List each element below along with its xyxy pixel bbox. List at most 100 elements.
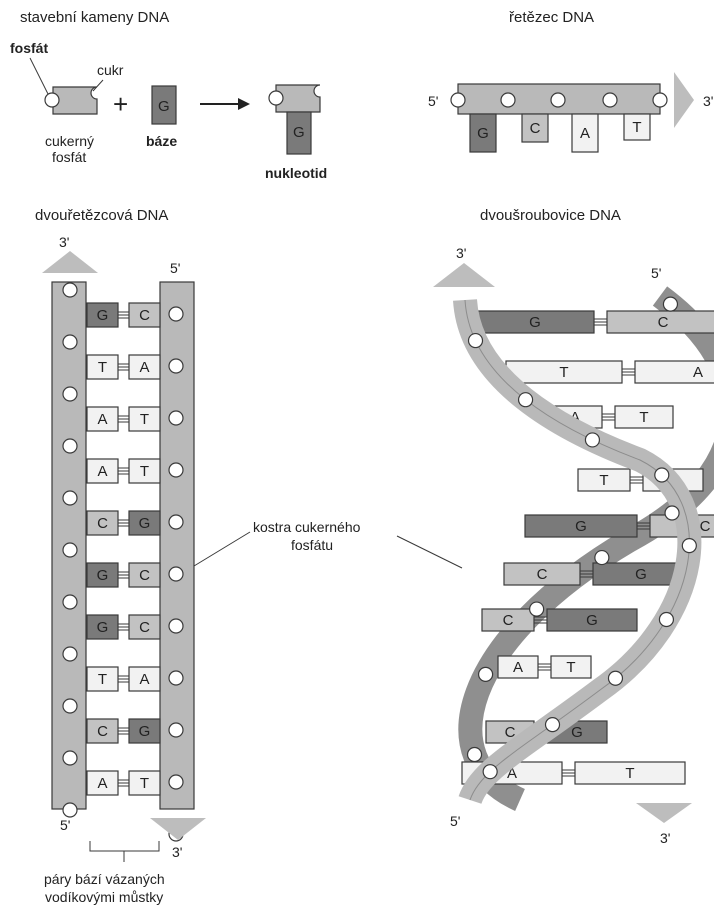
base-label: báze bbox=[146, 133, 177, 149]
helix-pair-6-right-letter: G bbox=[586, 612, 598, 629]
phosphate-label: fosfát bbox=[10, 40, 48, 56]
helix-pair-2-right-letter: T bbox=[639, 409, 648, 426]
phosphate-circle bbox=[45, 93, 59, 107]
helix-pair-0-right-letter: C bbox=[658, 314, 669, 331]
nucleotide: G bbox=[269, 85, 320, 154]
helix-pair-1-left-letter: T bbox=[559, 364, 568, 381]
double-strand-pairs: GCTAATATCGGCGCTACGAT bbox=[87, 303, 160, 795]
nucleotide-base-letter: G bbox=[293, 124, 305, 141]
strand-base-2-letter: A bbox=[580, 125, 590, 142]
sugar-phosphate-label-2: fosfát bbox=[52, 149, 86, 165]
ds-pair-3-left-letter: A bbox=[97, 463, 107, 480]
helix-pair-6-left-letter: C bbox=[503, 612, 514, 629]
helix-top-arrow bbox=[433, 263, 495, 287]
building-blocks-panel: stavební kameny DNA fosfát cukr cukerný … bbox=[10, 9, 327, 181]
sugar-block bbox=[53, 87, 97, 114]
strand-phosphate-0 bbox=[451, 93, 465, 107]
ds-pair-8-left-letter: C bbox=[97, 723, 108, 740]
ds-pair-9-left-letter: A bbox=[97, 775, 107, 792]
helix-front-phosphate-4 bbox=[682, 539, 696, 553]
ds-right-phosphate-0 bbox=[169, 307, 183, 321]
ds-left-phosphate-0 bbox=[63, 283, 77, 297]
ds-left-phosphate-1 bbox=[63, 335, 77, 349]
phosphate-pointer bbox=[30, 58, 48, 94]
strand-phosphate-2 bbox=[551, 93, 565, 107]
ds-pair-8-right-letter: G bbox=[139, 723, 151, 740]
base-letter: G bbox=[158, 98, 170, 115]
helix-top-left-prime: 3' bbox=[456, 245, 466, 261]
ds-pair-4-right-letter: G bbox=[139, 515, 151, 532]
ds-left-phosphate-2 bbox=[63, 387, 77, 401]
strand-base-3-letter: T bbox=[632, 119, 641, 136]
helix-bottom-left-prime: 5' bbox=[450, 813, 460, 829]
ds-right-phosphate-6 bbox=[169, 619, 183, 633]
reaction-arrow-head bbox=[238, 98, 250, 110]
ds-right-phosphate-9 bbox=[169, 775, 183, 789]
helix-pair-4-left-letter: G bbox=[575, 518, 587, 535]
helix-back-phosphate-5 bbox=[530, 602, 544, 616]
helix-pair-3-left-letter: T bbox=[599, 472, 608, 489]
ds-left-phosphate-6 bbox=[63, 595, 77, 609]
ds-left-phosphate-3 bbox=[63, 439, 77, 453]
ds-right-phosphate-5 bbox=[169, 567, 183, 581]
sugar-pointer bbox=[93, 80, 103, 91]
ds-pair-7-right-letter: A bbox=[139, 671, 149, 688]
helix-front-phosphate-0 bbox=[469, 334, 483, 348]
helix-pair-4-right-letter: C bbox=[700, 518, 711, 535]
helix-pair-5-right-letter: G bbox=[635, 566, 647, 583]
building-blocks-title: stavební kameny DNA bbox=[20, 9, 169, 26]
strand-direction-arrow bbox=[674, 72, 694, 128]
ds-left-phosphate-7 bbox=[63, 647, 77, 661]
ds-left-phosphate-10 bbox=[63, 803, 77, 817]
double-strand-title: dvouřetězcová DNA bbox=[35, 207, 168, 224]
helix-back-phosphate-7 bbox=[468, 747, 482, 761]
ds-top-right-prime: 5' bbox=[170, 260, 180, 276]
ds-left-phosphate-9 bbox=[63, 751, 77, 765]
ds-pair-0-left-letter: G bbox=[97, 307, 109, 324]
helix-top-right-prime: 5' bbox=[651, 265, 661, 281]
helix-pair-1-right-letter: A bbox=[693, 364, 703, 381]
backbone-pointer-left bbox=[194, 532, 250, 566]
strand-title: řetězec DNA bbox=[509, 9, 594, 26]
ds-pair-7-left-letter: T bbox=[98, 671, 107, 688]
ds-pair-3-right-letter: T bbox=[140, 463, 149, 480]
helix-front-phosphate-2 bbox=[585, 433, 599, 447]
pairs-label-1: páry bází vázaných bbox=[44, 871, 165, 887]
helix-front-phosphate-3 bbox=[655, 468, 669, 482]
plus-sign: + bbox=[113, 89, 128, 119]
backbone-label-1: kostra cukerného bbox=[253, 519, 361, 535]
strand-phosphate-4 bbox=[653, 93, 667, 107]
sugar-phosphate-unit bbox=[45, 87, 97, 114]
right-strand-arrow bbox=[150, 818, 206, 840]
helix-pair-5-left-letter: C bbox=[537, 566, 548, 583]
strand-five-prime: 5' bbox=[428, 93, 438, 109]
ds-pair-0-right-letter: C bbox=[139, 307, 150, 324]
ds-pair-2-right-letter: T bbox=[140, 411, 149, 428]
ds-top-left-prime: 3' bbox=[59, 234, 69, 250]
helix-pair-0-left-letter: G bbox=[529, 314, 541, 331]
helix-bottom-right-prime: 3' bbox=[660, 830, 670, 846]
sugar-label: cukr bbox=[97, 62, 124, 78]
helix-front-phosphate-8 bbox=[483, 765, 497, 779]
ds-left-phosphate-4 bbox=[63, 491, 77, 505]
helix-front-phosphate-1 bbox=[519, 393, 533, 407]
ds-right-phosphate-4 bbox=[169, 515, 183, 529]
ds-left-phosphate-5 bbox=[63, 543, 77, 557]
sugar-phosphate-label-1: cukerný bbox=[45, 133, 94, 149]
ds-pair-1-left-letter: T bbox=[98, 359, 107, 376]
helix-back-phosphate-4 bbox=[595, 551, 609, 565]
helix-pair-9-right-letter: T bbox=[625, 765, 634, 782]
ds-pair-5-left-letter: G bbox=[97, 567, 109, 584]
helix-pair-8-right-letter: G bbox=[571, 724, 583, 741]
ds-right-phosphate-8 bbox=[169, 723, 183, 737]
helix-pair-7-left-letter: A bbox=[513, 659, 523, 676]
ds-right-phosphate-2 bbox=[169, 411, 183, 425]
helix-back-phosphate-0 bbox=[663, 297, 677, 311]
ds-right-phosphate-7 bbox=[169, 671, 183, 685]
ds-right-phosphate-3 bbox=[169, 463, 183, 477]
strand-phosphate-3 bbox=[603, 93, 617, 107]
